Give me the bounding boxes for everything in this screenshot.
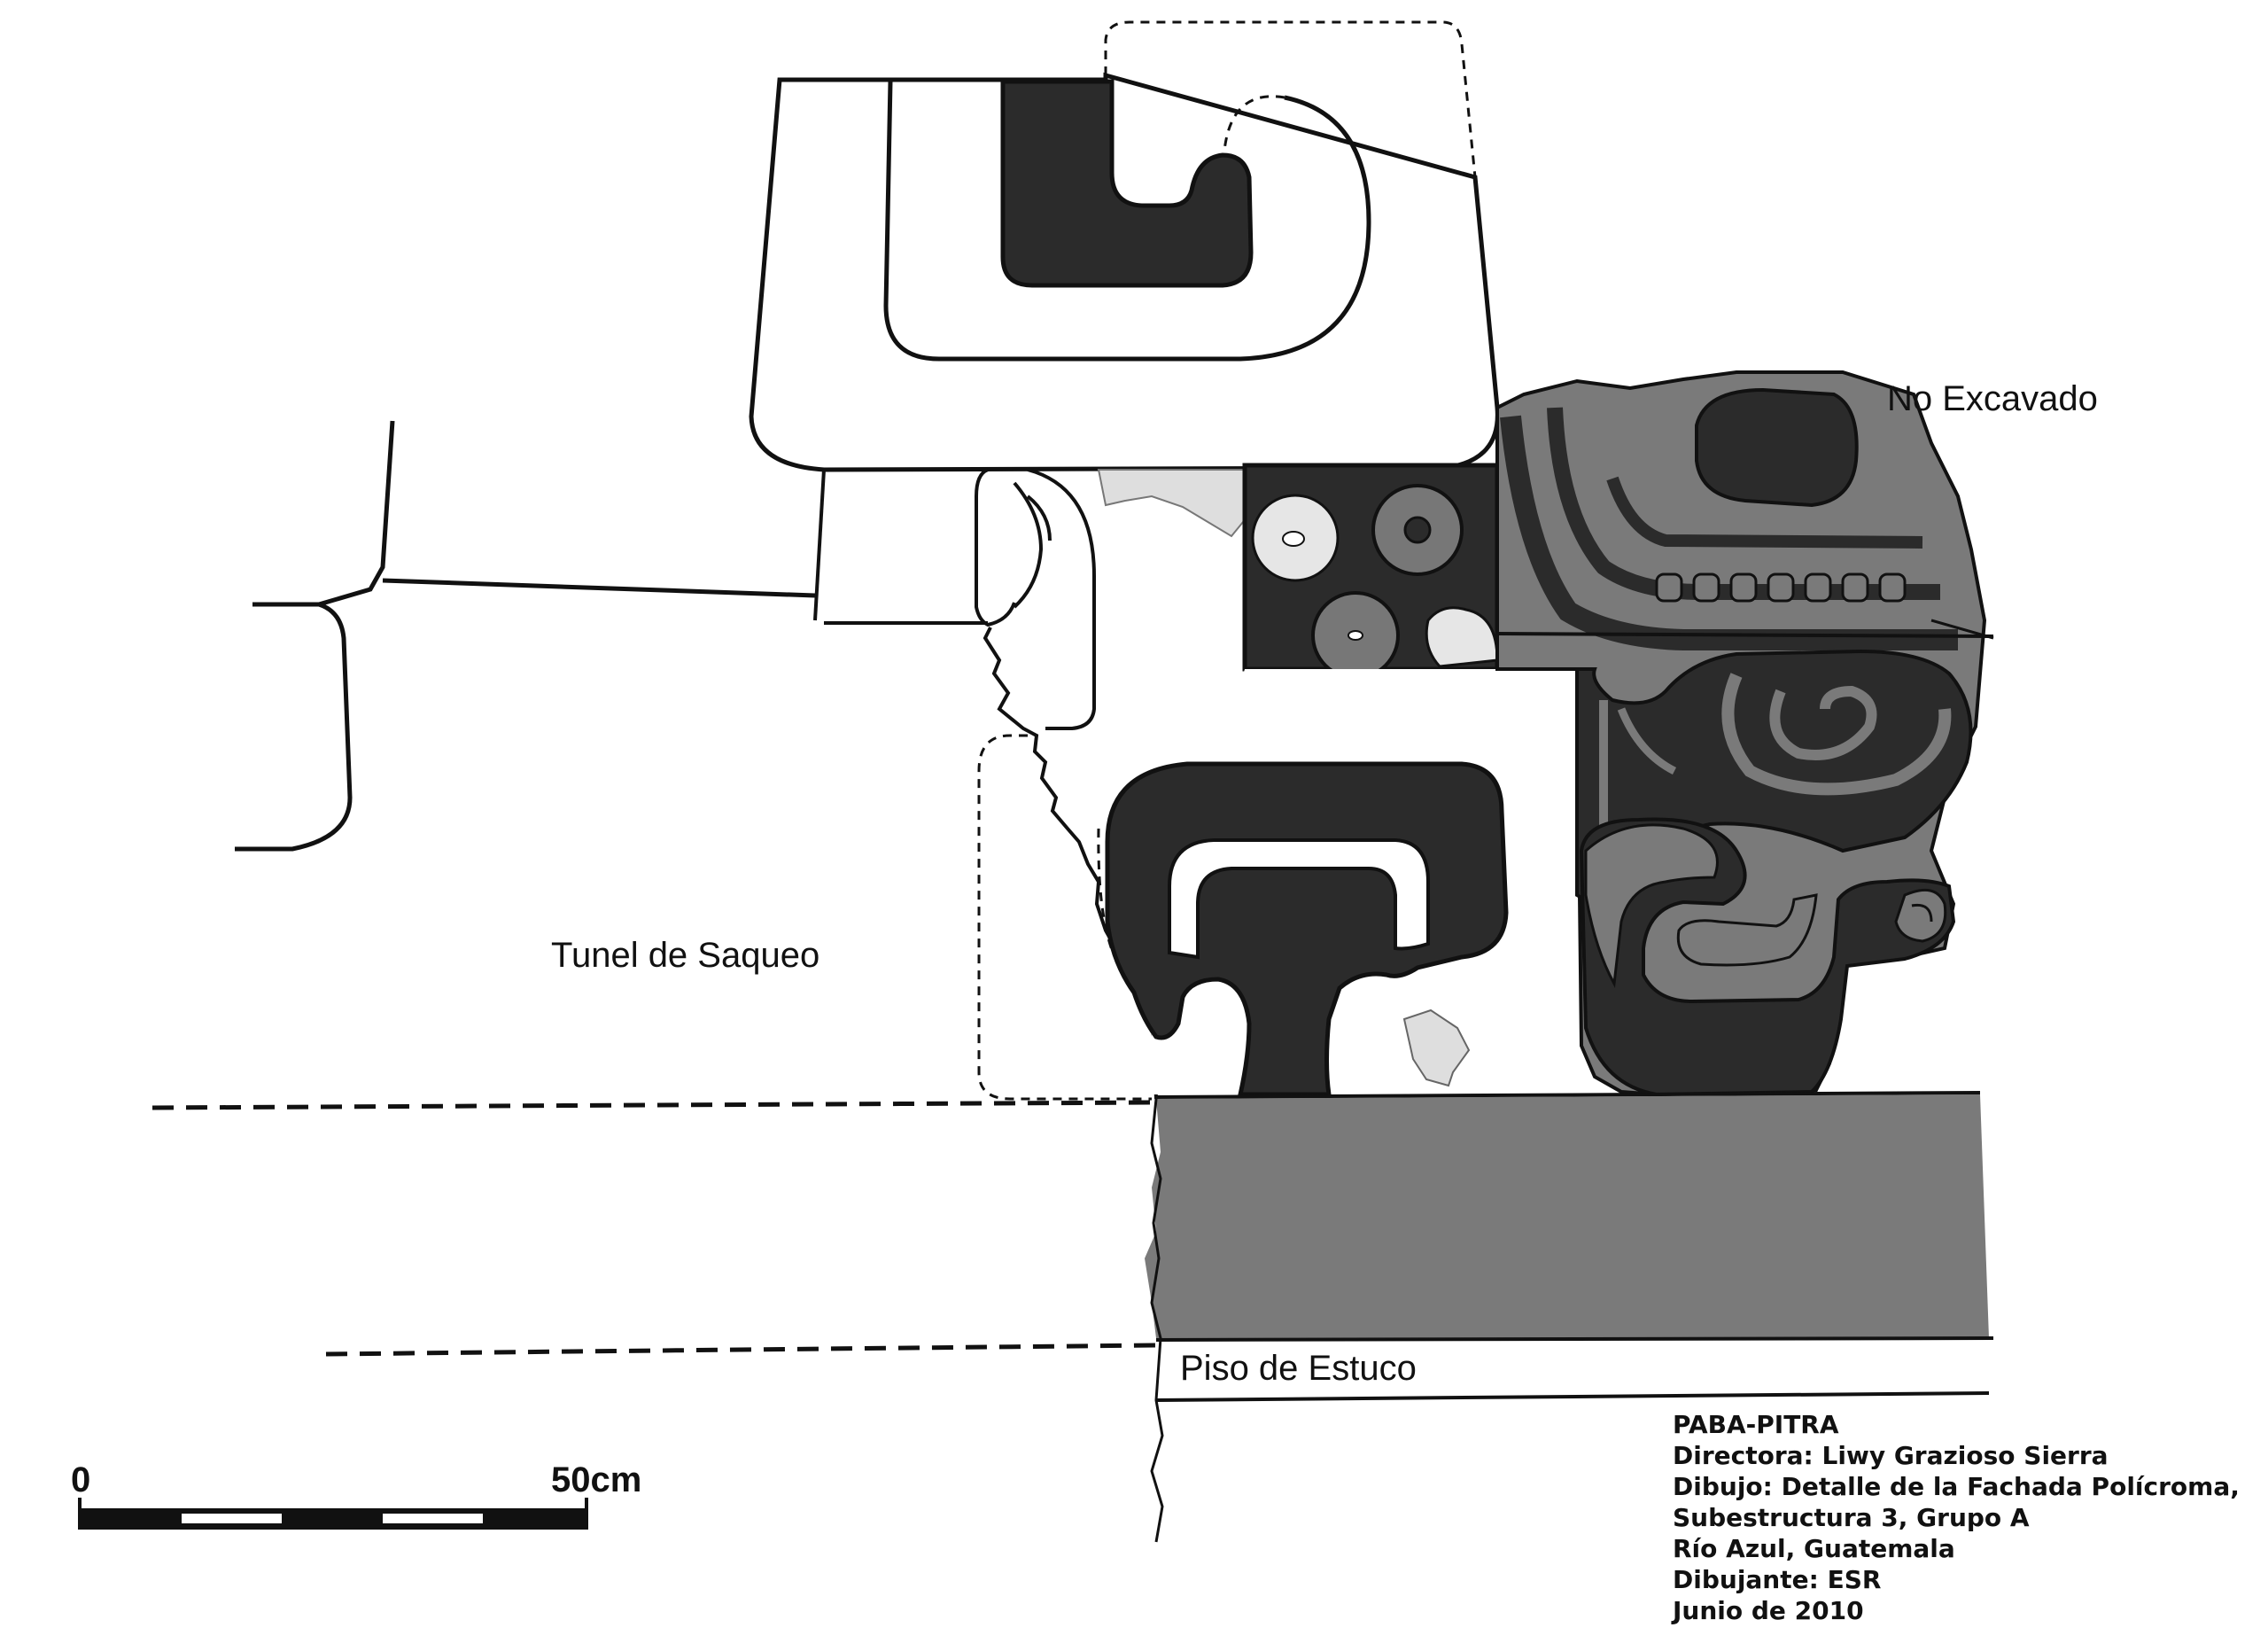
upper-mask-block bbox=[749, 20, 1500, 472]
credits-location: Río Azul, Guatemala bbox=[1673, 1534, 1955, 1563]
credits-block: PABA-PITRA Directora: Liwy Grazioso Sier… bbox=[1673, 1409, 2257, 1626]
teeth-row bbox=[1655, 572, 1907, 603]
left-wall-outlines bbox=[235, 420, 816, 852]
label-tunel-de-saqueo: Tunel de Saqueo bbox=[551, 936, 820, 975]
credits-project: PABA-PITRA bbox=[1673, 1410, 1839, 1439]
label-no-excavado: No Excavado bbox=[1887, 379, 2098, 418]
torn-edge-lower bbox=[1150, 1098, 1164, 1543]
serpent-head bbox=[1495, 370, 1994, 1097]
dashed-floor-lines bbox=[151, 1100, 1157, 1357]
credits-date: Junio de 2010 bbox=[1673, 1596, 1864, 1625]
credits-drawing-line2: Subestructura 3, Grupo A bbox=[1673, 1503, 2030, 1532]
scale-bar bbox=[78, 1498, 588, 1530]
dotted-panel bbox=[1242, 463, 1500, 680]
credits-director: Directora: Liwy Grazioso Sierra bbox=[1673, 1441, 2109, 1470]
lower-mask bbox=[1105, 669, 1577, 1097]
top-right-edge-line bbox=[1930, 619, 1994, 640]
label-piso-de-estuco: Piso de Estuco bbox=[1180, 1349, 1417, 1388]
credits-drawing-line1: Dibujo: Detalle de la Fachada Polícroma, bbox=[1673, 1472, 2240, 1501]
base-platform bbox=[1145, 1091, 1994, 1402]
scale-end-label: 50cm bbox=[551, 1460, 642, 1499]
scale-start-label: 0 bbox=[71, 1460, 91, 1499]
credits-artist: Dibujante: ESR bbox=[1673, 1565, 1882, 1594]
middle-wall bbox=[813, 468, 1158, 1101]
stucco-patch bbox=[1097, 469, 1255, 538]
